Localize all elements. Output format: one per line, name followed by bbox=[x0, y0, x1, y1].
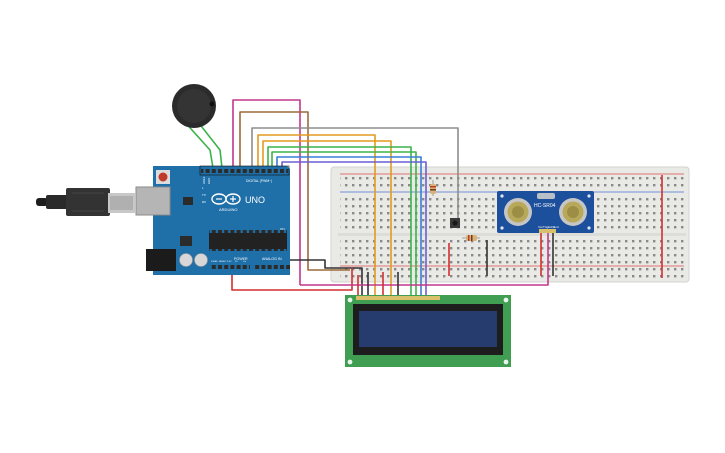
buzzer[interactable] bbox=[172, 84, 216, 128]
sensor-pin-vcc: Vcc bbox=[538, 225, 544, 229]
wire-orange-1[interactable] bbox=[257, 134, 376, 297]
power-jack[interactable] bbox=[146, 249, 176, 271]
v5-label: 5V bbox=[235, 261, 238, 263]
resistor-bottom[interactable] bbox=[462, 235, 480, 241]
on-label: ON bbox=[280, 227, 285, 231]
wire-brown[interactable] bbox=[239, 111, 350, 271]
resistor-top[interactable] bbox=[430, 180, 436, 196]
ioref-label: IOREF bbox=[211, 261, 218, 263]
v33-label: 3.3V bbox=[227, 261, 232, 263]
l-label: L bbox=[202, 186, 204, 190]
digital-header[interactable] bbox=[201, 167, 288, 174]
lcd-display[interactable] bbox=[345, 295, 511, 367]
sensor-transmitter bbox=[504, 198, 532, 226]
reset-label: RESET bbox=[219, 261, 227, 263]
tx-label: TX bbox=[202, 193, 206, 197]
usb-cable[interactable] bbox=[36, 188, 135, 216]
wire-orange-2[interactable] bbox=[262, 140, 392, 297]
vin-label: Vin bbox=[243, 261, 247, 263]
reset-button[interactable] bbox=[158, 172, 168, 182]
lcd-pin-header[interactable] bbox=[356, 296, 440, 300]
arduino-logo bbox=[211, 193, 241, 205]
buzzer-hole bbox=[209, 101, 215, 107]
wires bbox=[182, 99, 663, 297]
analog-header[interactable] bbox=[254, 264, 290, 271]
aref-label: AREF bbox=[202, 176, 206, 184]
push-button[interactable] bbox=[450, 218, 460, 228]
wire-blue-lcd-2[interactable] bbox=[281, 161, 427, 297]
digital-label: DIGITAL (PWM~) bbox=[246, 179, 272, 183]
board-model: UNO bbox=[245, 195, 265, 205]
wire-black-gnd[interactable] bbox=[288, 259, 363, 297]
ultrasonic-sensor[interactable]: HC-SR04 Vcc Trig Echo Gnd bbox=[497, 191, 594, 233]
usb-port[interactable] bbox=[135, 186, 171, 216]
rx-label: RX bbox=[202, 200, 206, 204]
wire-green-lcd[interactable] bbox=[267, 146, 412, 297]
atmega-chip bbox=[209, 233, 287, 249]
board-brand: ARDUINO bbox=[219, 207, 237, 212]
wire-magenta-top[interactable] bbox=[232, 99, 301, 285]
breadboard-divider bbox=[338, 233, 686, 236]
wire-buzzer-signal[interactable] bbox=[182, 119, 214, 169]
wire-green-lcd-2[interactable] bbox=[271, 151, 417, 297]
sensor-pin-gnd: Gnd bbox=[553, 225, 559, 229]
wire-gray-button[interactable] bbox=[251, 127, 459, 218]
power-header[interactable] bbox=[210, 264, 250, 271]
gnd-label: GND bbox=[207, 178, 211, 184]
wire-blue-lcd[interactable] bbox=[276, 156, 422, 297]
lcd-screen bbox=[359, 311, 497, 347]
power-label: POWER bbox=[234, 257, 248, 261]
sensor-pin-trig: Trig bbox=[543, 225, 548, 229]
arduino-uno-board[interactable]: UNO ARDUINO DIGITAL (PWM~) AREF GND TX R… bbox=[135, 165, 290, 275]
wire-buzzer-gnd[interactable] bbox=[197, 121, 223, 169]
wire-red-5v[interactable] bbox=[231, 268, 353, 291]
sensor-model-label: HC-SR04 bbox=[534, 203, 556, 209]
sensor-receiver bbox=[559, 198, 587, 226]
sensor-pin-echo: Echo bbox=[548, 225, 555, 229]
analog-label: ANALOG IN bbox=[262, 257, 282, 261]
